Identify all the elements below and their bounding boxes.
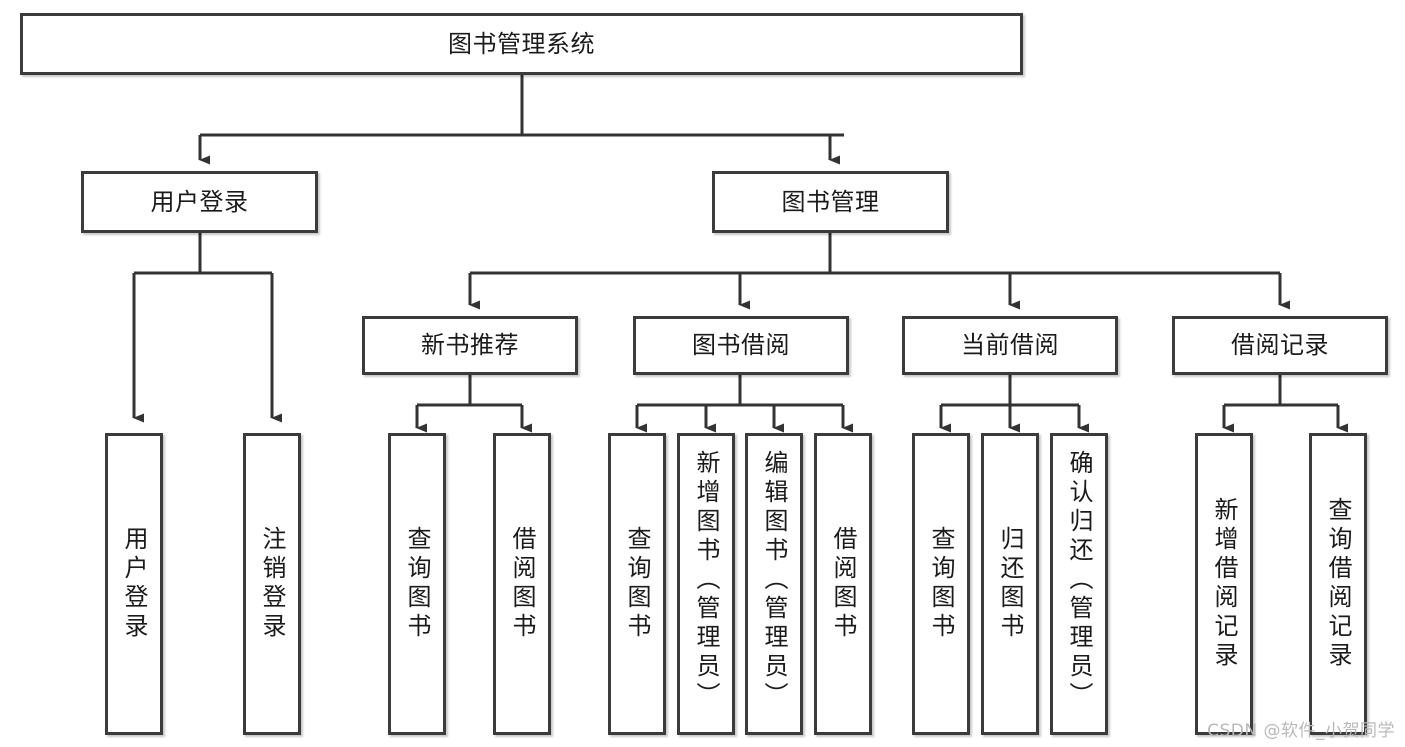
node-user-login[interactable]: 用户登录 — [81, 171, 318, 233]
node-label: 新增借阅记录 — [1210, 497, 1238, 671]
node-root-book-management-system[interactable]: 图书管理系统 — [20, 13, 1023, 75]
leaf-borrow-book-borrowing[interactable]: 借阅图书 — [814, 433, 872, 735]
node-label: 图书管理系统 — [448, 29, 595, 58]
node-label: 归还图书 — [996, 526, 1024, 642]
leaf-confirm-return-admin[interactable]: 确认归还（管理员） — [1050, 433, 1108, 735]
node-label: 当前借阅 — [961, 331, 1059, 360]
csdn-watermark: CSDN @软件_小贺同学 — [1207, 721, 1395, 741]
node-book-management[interactable]: 图书管理 — [712, 171, 949, 233]
leaf-add-borrowing-record[interactable]: 新增借阅记录 — [1195, 433, 1253, 735]
node-label: 确认归还（管理员） — [1065, 450, 1093, 711]
leaf-return-book[interactable]: 归还图书 — [981, 433, 1039, 735]
node-label: 用户登录 — [120, 526, 148, 642]
leaf-query-book-borrowing[interactable]: 查询图书 — [608, 433, 666, 735]
node-label: 查询借阅记录 — [1324, 497, 1352, 671]
node-label: 查询图书 — [403, 526, 431, 642]
node-label: 查询图书 — [927, 526, 955, 642]
node-new-book-recommendation[interactable]: 新书推荐 — [362, 316, 578, 375]
node-label: 查询图书 — [623, 526, 651, 642]
leaf-user-login[interactable]: 用户登录 — [105, 433, 163, 735]
node-label: 编辑图书（管理员） — [760, 450, 788, 711]
node-label: 借阅记录 — [1231, 331, 1329, 360]
leaf-edit-book-admin[interactable]: 编辑图书（管理员） — [745, 433, 803, 735]
node-label: 注销登录 — [258, 526, 286, 642]
node-label: 新增图书（管理员） — [692, 450, 720, 711]
node-label: 用户登录 — [150, 187, 249, 216]
leaf-borrow-book-new-rec[interactable]: 借阅图书 — [493, 433, 551, 735]
node-current-borrowing[interactable]: 当前借阅 — [902, 316, 1118, 375]
leaf-query-book-current[interactable]: 查询图书 — [912, 433, 970, 735]
leaf-logout-login[interactable]: 注销登录 — [243, 433, 301, 735]
leaf-query-book-new-rec[interactable]: 查询图书 — [388, 433, 446, 735]
node-label: 新书推荐 — [421, 331, 519, 360]
node-borrowing-record[interactable]: 借阅记录 — [1172, 316, 1388, 375]
node-label: 图书借阅 — [692, 331, 790, 360]
node-label: 借阅图书 — [508, 526, 536, 642]
leaf-query-borrowing-record[interactable]: 查询借阅记录 — [1309, 433, 1367, 735]
leaf-add-book-admin[interactable]: 新增图书（管理员） — [677, 433, 735, 735]
node-label: 图书管理 — [781, 187, 880, 216]
node-book-borrowing[interactable]: 图书借阅 — [633, 316, 849, 375]
node-label: 借阅图书 — [829, 526, 857, 642]
